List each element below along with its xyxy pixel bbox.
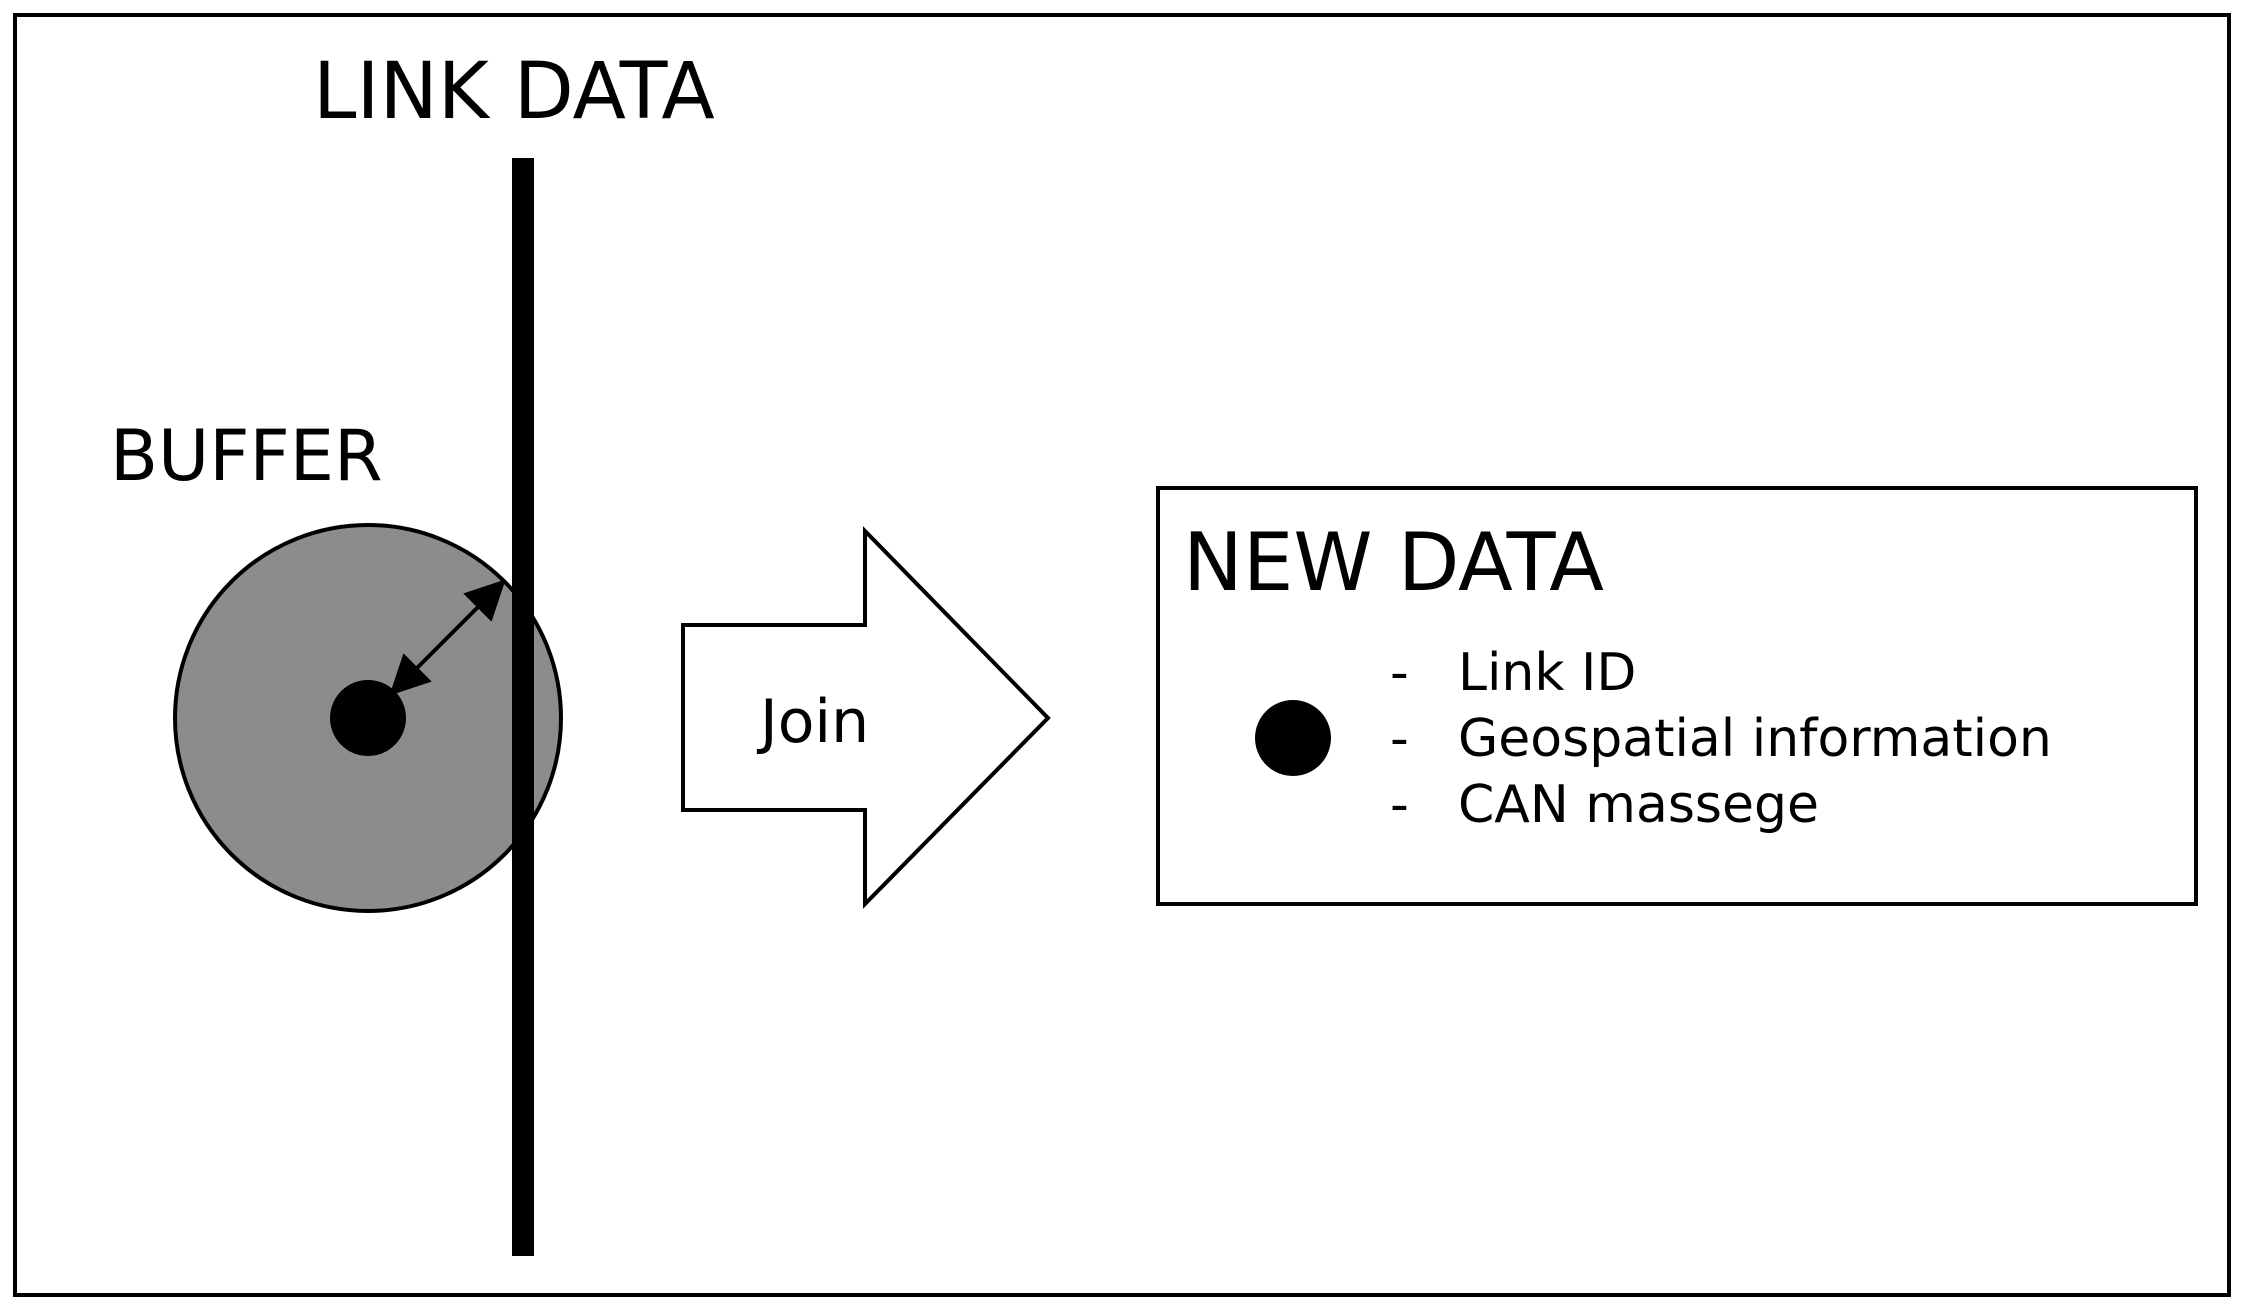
list-item-bullet: - (1390, 643, 1409, 703)
buffer-radius-arrow (389, 579, 506, 696)
list-item-link-id: Link ID (1458, 643, 1636, 703)
link-data-label: LINK DATA (313, 47, 715, 137)
gps-point (330, 680, 406, 756)
list-item-can-massege: CAN massege (1458, 775, 1819, 835)
list-item-bullet: - (1390, 709, 1409, 769)
link-line (512, 158, 534, 1256)
join-label: Join (756, 687, 869, 757)
new-data-attribute-list: - Link ID - Geospatial information - CAN… (1390, 643, 2052, 835)
new-data-title: NEW DATA (1183, 516, 1604, 609)
new-data-box (1156, 486, 2198, 906)
join-arrow (681, 526, 1051, 909)
new-data-point (1255, 700, 1331, 776)
list-item-bullet: - (1390, 775, 1409, 835)
buffer-label: BUFFER (110, 415, 383, 497)
list-item-geospatial-information: Geospatial information (1458, 709, 2052, 769)
